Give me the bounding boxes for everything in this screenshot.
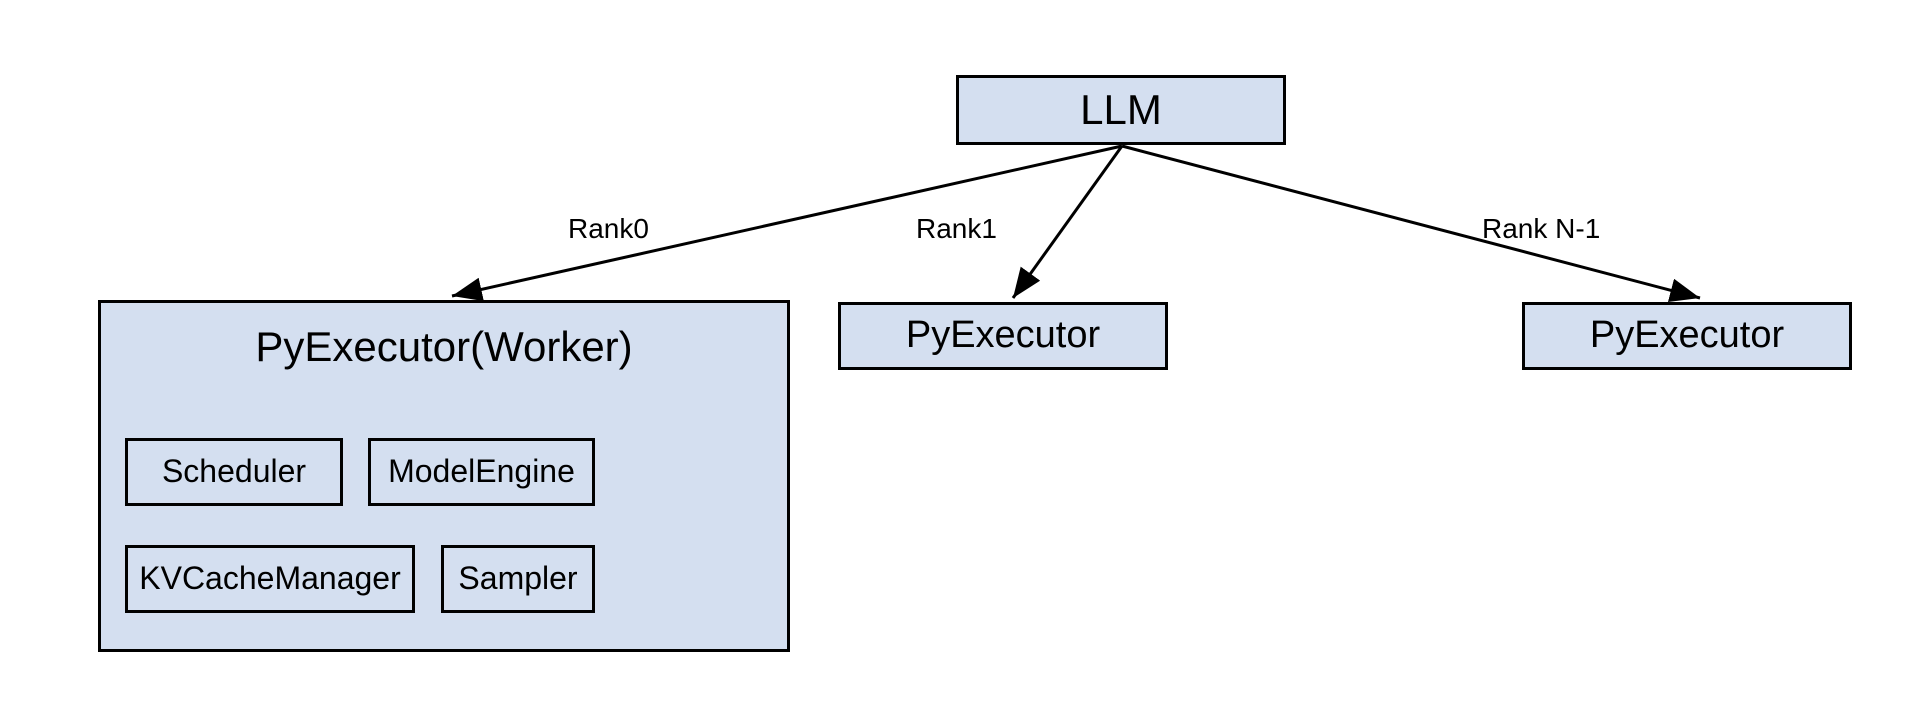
node-llm[interactable]: LLM [956, 75, 1286, 145]
node-pyexecutor-worker-label: PyExecutor(Worker) [255, 323, 633, 370]
node-sampler[interactable]: Sampler [441, 545, 595, 613]
edge-rank0 [451, 144, 1123, 302]
node-kv-cache-manager-label: KVCacheManager [139, 560, 401, 597]
node-pyexecutor-rank-n-1[interactable]: PyExecutor [1522, 302, 1852, 370]
node-pyexecutor-worker[interactable]: PyExecutor(Worker) Scheduler ModelEngine… [98, 300, 790, 652]
edge-label-rank1: Rank1 [916, 213, 997, 244]
node-pyexecutor-rank-n-1-label: PyExecutor [1589, 314, 1785, 357]
node-scheduler-label: Scheduler [161, 453, 307, 490]
edge-rank1 [1011, 145, 1124, 299]
node-pyexecutor-rank1-label: PyExecutor [905, 314, 1101, 357]
node-scheduler[interactable]: Scheduler [125, 438, 343, 506]
edge-label-rank0: Rank0 [568, 213, 649, 244]
node-pyexecutor-rank1[interactable]: PyExecutor [838, 302, 1168, 370]
node-sampler-label: Sampler [458, 560, 578, 597]
edge-rank-n-1 [1121, 144, 1701, 302]
node-kv-cache-manager[interactable]: KVCacheManager [125, 545, 415, 613]
node-model-engine-label: ModelEngine [388, 453, 575, 490]
node-model-engine[interactable]: ModelEngine [368, 438, 595, 506]
edge-label-rank-n-1: Rank N-1 [1482, 213, 1601, 244]
node-llm-label: LLM [1080, 85, 1162, 133]
